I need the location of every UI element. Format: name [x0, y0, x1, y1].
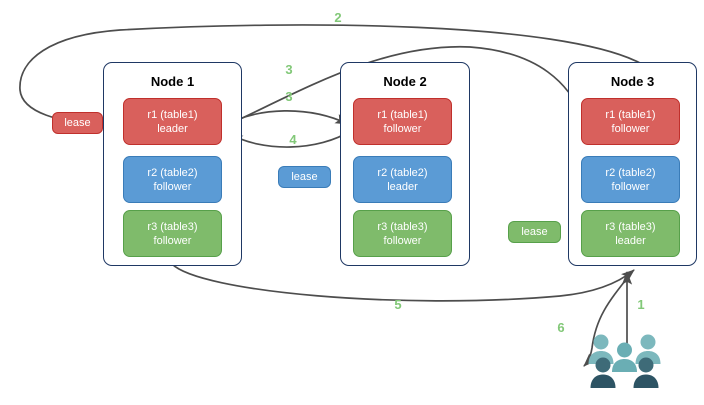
replica-node3-r1[interactable]: r1 (table1) follower — [581, 98, 680, 145]
replica-name: r2 (table2) — [605, 166, 656, 179]
step-label-3-short: 3 — [285, 89, 293, 104]
replica-name: r2 (table2) — [377, 166, 428, 179]
lease-label: lease — [291, 171, 318, 183]
node-title-3: Node 3 — [610, 74, 655, 89]
replica-node2-r1[interactable]: r1 (table1) follower — [353, 98, 452, 145]
replica-name: r3 (table3) — [147, 220, 198, 233]
step-label-2: 2 — [334, 10, 342, 25]
lease-badge-green[interactable]: lease — [508, 221, 561, 243]
replica-name: r3 (table3) — [605, 220, 656, 233]
replica-node2-r3[interactable]: r3 (table3) follower — [353, 210, 452, 257]
replica-role: leader — [387, 180, 418, 193]
arrow-step-2 — [19, 24, 641, 129]
step-label-1: 1 — [637, 297, 645, 312]
replica-role: follower — [611, 180, 650, 193]
lease-label: lease — [521, 226, 548, 238]
replica-role: leader — [615, 234, 646, 247]
node-title-2: Node 2 — [383, 74, 427, 89]
replica-node2-r2[interactable]: r2 (table2) leader — [353, 156, 452, 203]
step-label-6: 6 — [557, 320, 565, 335]
lease-label: lease — [64, 117, 91, 129]
node-title-1: Node 1 — [150, 74, 195, 89]
replica-role: leader — [157, 122, 188, 135]
replica-name: r1 (table1) — [605, 108, 656, 121]
step-label-5: 5 — [394, 297, 402, 312]
replica-node1-r2[interactable]: r2 (table2) follower — [123, 156, 222, 203]
replica-node3-r2[interactable]: r2 (table2) follower — [581, 156, 680, 203]
lease-badge-red[interactable]: lease — [52, 112, 103, 134]
step-label-3-long: 3 — [285, 62, 293, 77]
replica-node1-r3[interactable]: r3 (table3) follower — [123, 210, 222, 257]
replica-role: follower — [153, 180, 192, 193]
replica-name: r3 (table3) — [377, 220, 428, 233]
arrow-step-3-long — [220, 45, 584, 129]
replica-role: follower — [383, 122, 422, 135]
replica-name: r1 (table1) — [377, 108, 428, 121]
users-group-icon — [588, 334, 661, 388]
arrow-step-5 — [171, 263, 635, 302]
replica-role: follower — [383, 234, 422, 247]
replica-role: follower — [611, 122, 650, 135]
arrow-step-6 — [583, 271, 633, 367]
replica-name: r2 (table2) — [147, 166, 198, 179]
replica-node3-r3[interactable]: r3 (table3) leader — [581, 210, 680, 257]
lease-badge-blue[interactable]: lease — [278, 166, 331, 188]
replica-name: r1 (table1) — [147, 108, 198, 121]
replica-node1-r1[interactable]: r1 (table1) leader — [123, 98, 222, 145]
replica-role: follower — [153, 234, 192, 247]
step-label-4: 4 — [289, 132, 297, 147]
